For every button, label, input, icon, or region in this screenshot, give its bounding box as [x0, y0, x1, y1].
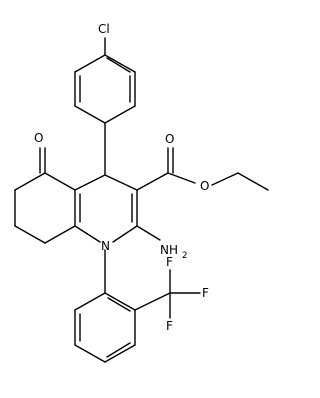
bond: [44, 225, 76, 244]
bond: [74, 105, 106, 124]
amino-label-subscript: 2: [182, 251, 188, 261]
bond: [74, 54, 106, 73]
bond: [74, 174, 106, 191]
bond: [14, 172, 46, 191]
bond: [74, 344, 106, 363]
bond: [167, 172, 196, 184]
bond: [136, 172, 169, 191]
ketone-oxygen-label: O: [34, 131, 43, 145]
bond: [74, 225, 101, 243]
atom-labels: Cl O O O NH 2 N F F F: [34, 22, 209, 333]
bond: [106, 57, 131, 73]
bond: [112, 225, 138, 243]
amino-label-main: NH: [160, 243, 178, 257]
ring-nitrogen-label: N: [101, 239, 110, 253]
fluorine-label-3: F: [166, 319, 173, 333]
bond: [104, 174, 138, 191]
bond: [104, 344, 136, 363]
bond: [104, 105, 136, 124]
bond: [134, 292, 171, 311]
bond: [107, 297, 131, 312]
fluorine-label-2: F: [202, 286, 209, 300]
bond: [14, 225, 46, 244]
molecule-diagram: Cl O O O NH 2 N F F F: [14, 22, 269, 363]
amino-label: NH 2: [160, 243, 188, 261]
chlorine-label: Cl: [98, 22, 110, 36]
fluorine-label-1: F: [166, 255, 173, 269]
bonds: [14, 37, 269, 363]
bond: [237, 172, 269, 191]
bond: [74, 292, 106, 311]
bond: [44, 172, 76, 191]
bond: [104, 54, 136, 73]
bond: [211, 172, 239, 186]
bond: [104, 292, 136, 311]
ester-carbonyl-oxygen-label: O: [165, 132, 174, 146]
bond: [136, 225, 161, 241]
bond: [106, 342, 131, 358]
ester-ether-oxygen-label: O: [200, 179, 209, 193]
